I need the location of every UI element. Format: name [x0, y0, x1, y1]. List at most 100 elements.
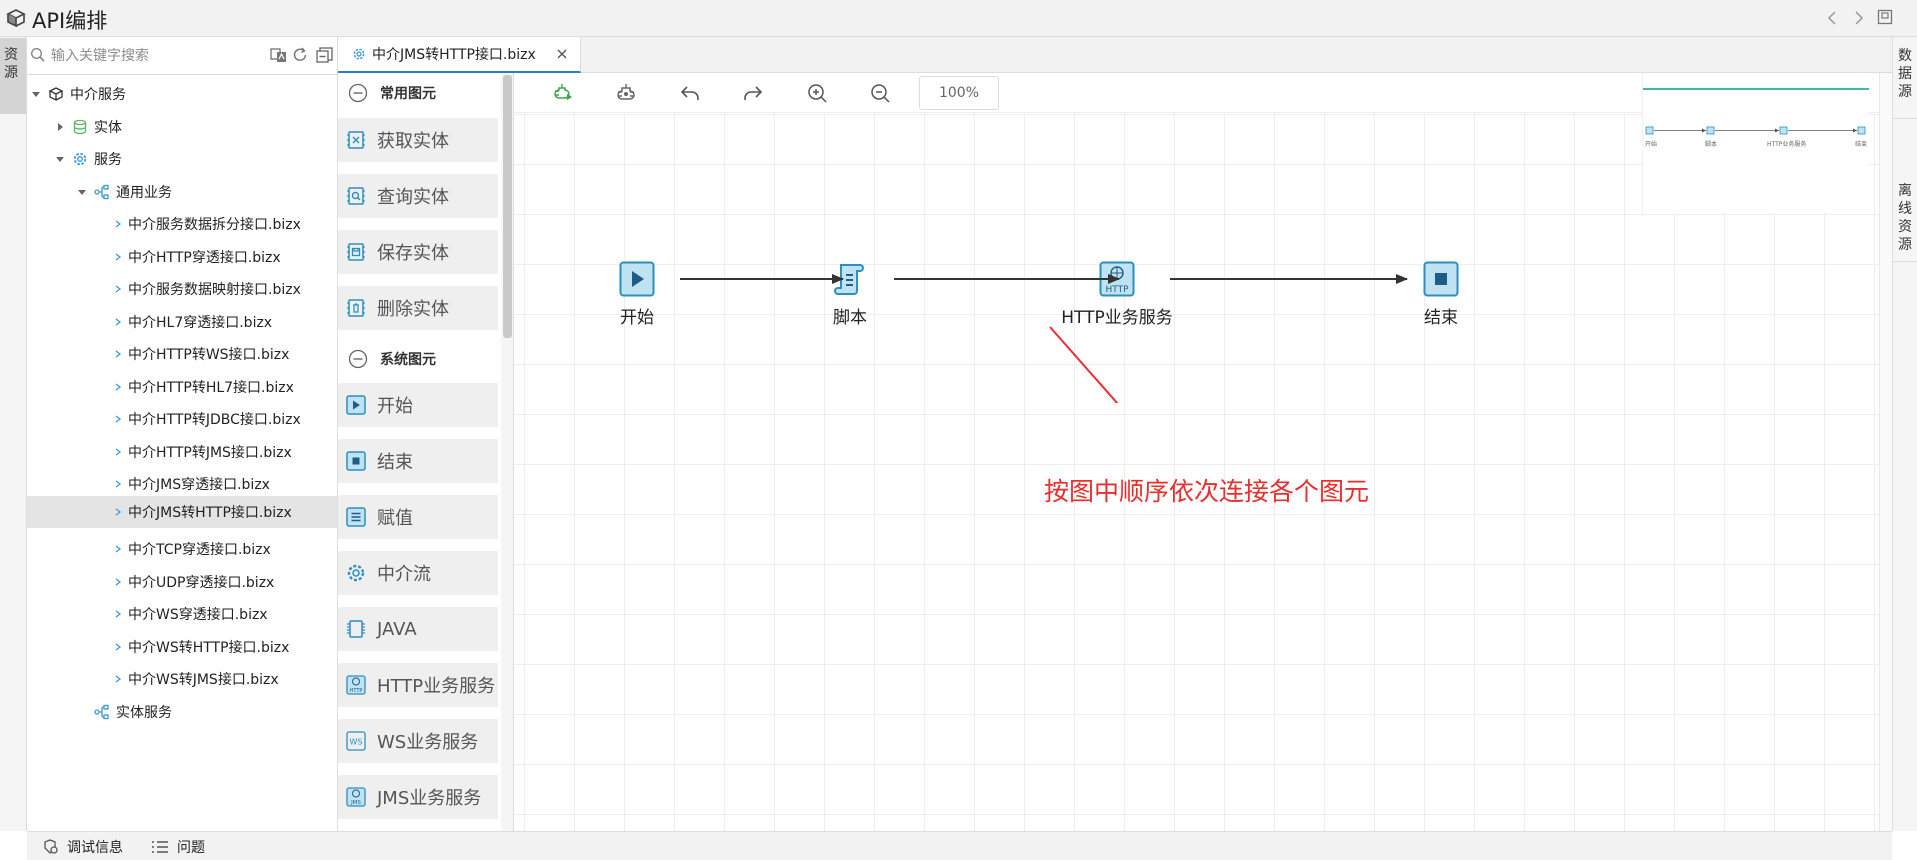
- debug-settings-icon[interactable]: [615, 82, 637, 104]
- tree-file-label: 中介HTTP穿透接口.bizx: [128, 250, 281, 266]
- debug-info-tab[interactable]: 调试信息: [41, 837, 123, 857]
- app-logo-icon: [6, 8, 26, 28]
- flow-canvas[interactable]: 100% 开始 脚本 HTTP HTTP业务服务 结束 按图中顺序依次连接各个图…: [514, 73, 1879, 831]
- tree-file-item[interactable]: 中介JMS穿透接口.bizx: [27, 468, 337, 500]
- link-file-icon: [114, 317, 122, 327]
- datasource-side-tab[interactable]: 数据源: [1893, 43, 1917, 119]
- tree-file-label: 中介JMS穿透接口.bizx: [128, 477, 270, 493]
- tree-file-item[interactable]: 中介UDP穿透接口.bizx: [27, 566, 337, 598]
- title-bar: API编排: [0, 0, 1917, 37]
- palette-section-system[interactable]: 系统图元: [338, 339, 498, 379]
- forward-icon[interactable]: [1851, 10, 1865, 26]
- palette-item-label: 结束: [377, 452, 413, 473]
- cube-icon: [48, 86, 64, 102]
- tree-search-input[interactable]: [51, 45, 261, 67]
- jms-service-icon: JMS: [346, 787, 366, 807]
- element-palette: 常用图元 获取实体 查询实体 保存实体 删除实体 系统图元 开始 结束 赋值 中…: [338, 73, 514, 831]
- tree-file-item[interactable]: 中介HTTP穿透接口.bizx: [27, 241, 337, 273]
- editor-tab-active[interactable]: 中介JMS转HTTP接口.bizx: [338, 37, 581, 73]
- palette-item-java[interactable]: JAVA: [338, 607, 498, 657]
- palette-item-end[interactable]: 结束: [338, 439, 498, 489]
- palette-item-delete-entity[interactable]: 删除实体: [338, 286, 498, 336]
- expand-right-icon[interactable]: [55, 122, 65, 132]
- search-icon: [30, 47, 46, 63]
- palette-section-common[interactable]: 常用图元: [338, 73, 498, 113]
- palette-item-label: 中介流: [377, 564, 431, 585]
- tree-node-mediation-service[interactable]: 中介服务: [27, 78, 337, 110]
- minimap-viewport-bar[interactable]: [1643, 88, 1869, 90]
- maximize-icon[interactable]: [1877, 9, 1893, 25]
- palette-item-label: 删除实体: [377, 299, 449, 320]
- refresh-icon[interactable]: [292, 47, 308, 63]
- palette-item-query-entity[interactable]: 查询实体: [338, 174, 498, 224]
- link-file-icon: [114, 382, 122, 392]
- flow-node-script[interactable]: 脚本: [820, 261, 880, 328]
- minimap-label: 开始: [1645, 141, 1658, 148]
- zoom-in-icon[interactable]: [806, 82, 828, 104]
- zoom-level-display[interactable]: 100%: [919, 76, 999, 110]
- debug-run-icon[interactable]: [552, 82, 574, 104]
- delete-entity-icon: [347, 299, 365, 317]
- expand-down-icon[interactable]: [55, 154, 65, 164]
- canvas-scrollbar[interactable]: [1879, 73, 1892, 831]
- editor-tab-label: 中介JMS转HTTP接口.bizx: [372, 47, 536, 63]
- palette-section-label: 系统图元: [380, 352, 436, 368]
- close-icon[interactable]: [556, 48, 568, 60]
- flow-node-end[interactable]: 结束: [1411, 261, 1471, 328]
- palette-item-label: 获取实体: [377, 131, 449, 152]
- tree-file-item[interactable]: 中介HTTP转WS接口.bizx: [27, 338, 337, 370]
- palette-item-label: 赋值: [377, 508, 413, 529]
- palette-item-get-entity[interactable]: 获取实体: [338, 118, 498, 168]
- collapse-circle-icon[interactable]: [348, 83, 368, 103]
- flow-node-label: 脚本: [833, 308, 867, 328]
- flow-node-start[interactable]: 开始: [607, 261, 667, 328]
- debug-info-label: 调试信息: [67, 840, 123, 856]
- problems-tab[interactable]: 问题: [151, 837, 205, 857]
- link-file-icon: [114, 252, 122, 262]
- palette-item-ws-service[interactable]: WS WS业务服务: [338, 719, 498, 769]
- resource-side-tab[interactable]: 资源: [0, 38, 26, 114]
- palette-item-start[interactable]: 开始: [338, 383, 498, 433]
- minimap[interactable]: 开始 脚本 HTTP业务服务 结束: [1642, 73, 1869, 213]
- tree-file-item[interactable]: 中介HTTP转HL7接口.bizx: [27, 371, 337, 403]
- back-icon[interactable]: [1826, 10, 1840, 26]
- tree-node-entity[interactable]: 实体: [27, 111, 337, 143]
- tree-file-item[interactable]: 中介HL7穿透接口.bizx: [27, 306, 337, 338]
- expand-down-icon[interactable]: [77, 187, 87, 197]
- tree-file-item-selected[interactable]: 中介JMS转HTTP接口.bizx: [27, 496, 337, 528]
- annotation-pointer-arrow: [1049, 326, 1119, 403]
- right-side-strip: 数据源 离线资源: [1892, 37, 1917, 831]
- offline-resource-side-tab[interactable]: 离线资源: [1893, 142, 1917, 262]
- zoom-out-icon[interactable]: [869, 82, 891, 104]
- tree-file-item[interactable]: 中介WS转JMS接口.bizx: [27, 663, 337, 695]
- link-file-icon: [114, 642, 122, 652]
- translate-icon[interactable]: [270, 47, 287, 63]
- expand-down-icon[interactable]: [31, 89, 41, 99]
- tree-node-label: 实体: [94, 120, 122, 136]
- tree-node-common-business[interactable]: 通用业务: [27, 176, 337, 208]
- collapse-all-icon[interactable]: [316, 47, 333, 63]
- tree-node-service[interactable]: 服务: [27, 143, 337, 175]
- tree-node-entity-service[interactable]: 实体服务: [27, 696, 337, 728]
- tree-file-item[interactable]: 中介WS穿透接口.bizx: [27, 598, 337, 630]
- tree-file-label: 中介服务数据拆分接口.bizx: [128, 217, 301, 233]
- tree-file-item[interactable]: 中介WS转HTTP接口.bizx: [27, 631, 337, 663]
- tree-file-item[interactable]: 中介服务数据映射接口.bizx: [27, 273, 337, 305]
- undo-icon[interactable]: [679, 82, 701, 104]
- palette-item-jms-service[interactable]: JMS JMS业务服务: [338, 775, 498, 825]
- tree-file-item[interactable]: 中介HTTP转JDBC接口.bizx: [27, 403, 337, 435]
- tree-file-item[interactable]: 中介服务数据拆分接口.bizx: [27, 208, 337, 240]
- palette-item-save-entity[interactable]: 保存实体: [338, 230, 498, 280]
- link-file-icon: [114, 284, 122, 294]
- collapse-circle-icon[interactable]: [348, 349, 368, 369]
- palette-scrollbar-thumb[interactable]: [503, 75, 512, 338]
- tree-file-item[interactable]: 中介TCP穿透接口.bizx: [27, 533, 337, 565]
- tree-file-item[interactable]: 中介HTTP转JMS接口.bizx: [27, 436, 337, 468]
- minimap-diagram: [1645, 126, 1866, 135]
- palette-item-label: WS业务服务: [377, 732, 479, 753]
- flow-node-label: 开始: [620, 308, 654, 328]
- palette-item-http-service[interactable]: HTTP HTTP业务服务: [338, 663, 498, 713]
- palette-item-mediation-flow[interactable]: 中介流: [338, 551, 498, 601]
- palette-item-assign[interactable]: 赋值: [338, 495, 498, 545]
- redo-icon[interactable]: [742, 82, 764, 104]
